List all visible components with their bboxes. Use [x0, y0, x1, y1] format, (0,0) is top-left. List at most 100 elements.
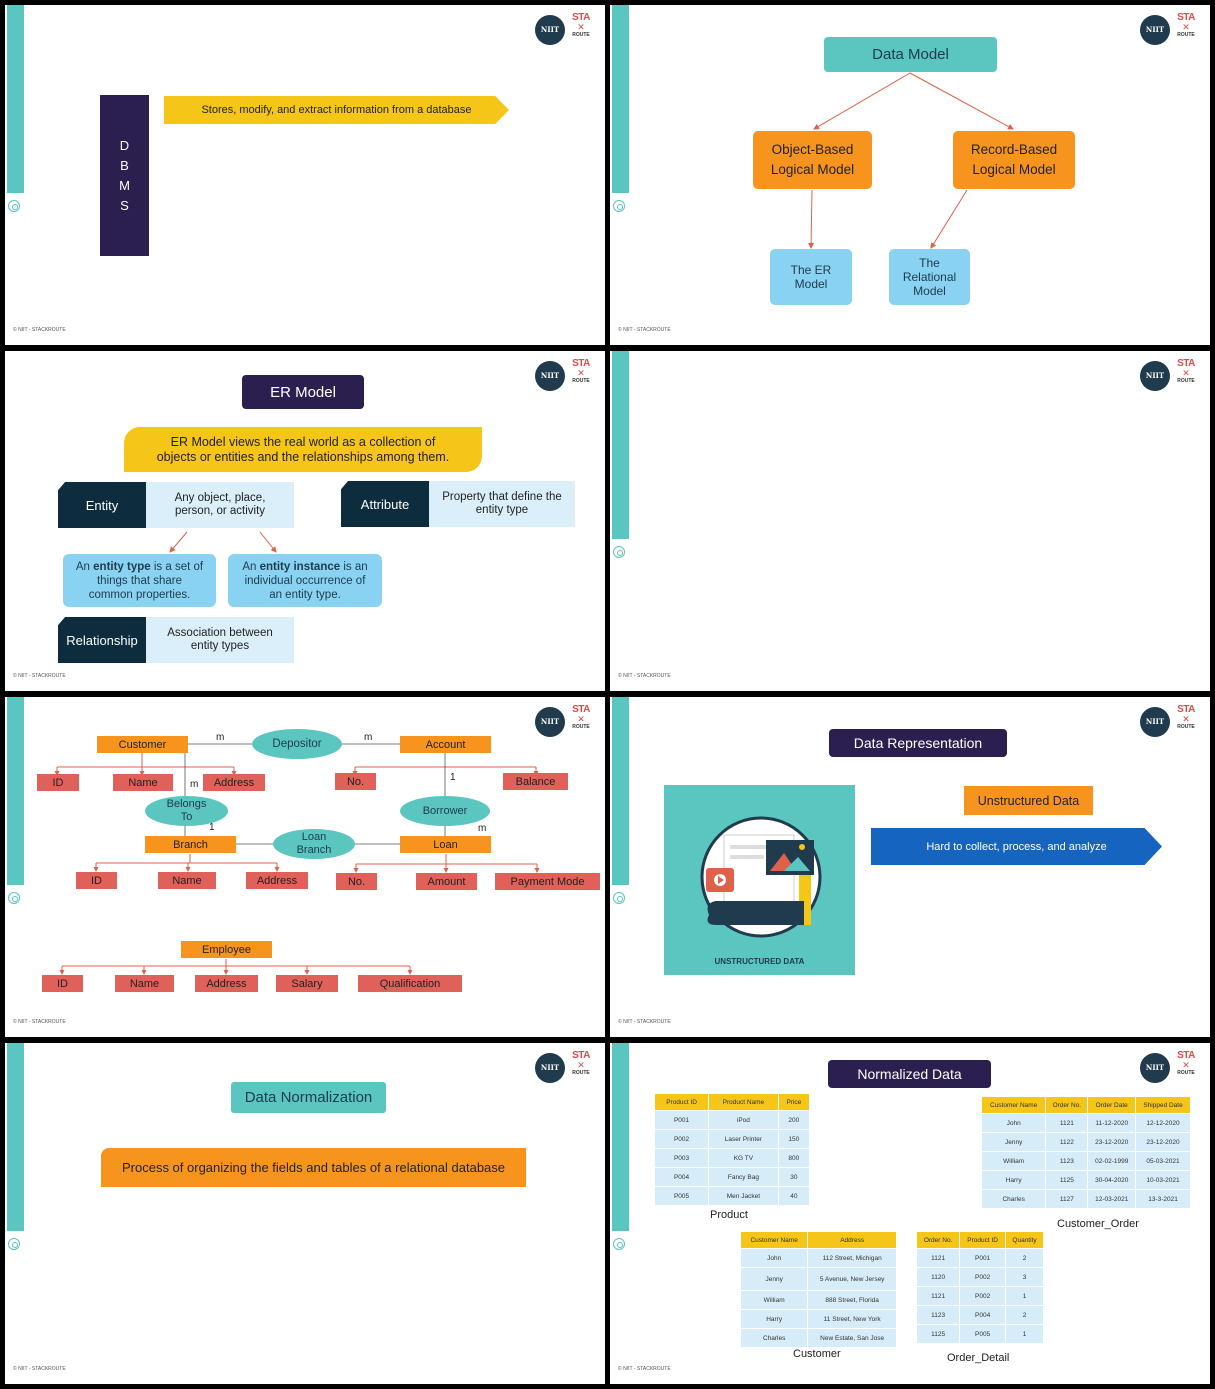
footer: © NIIT - STACKROUTE — [618, 1019, 671, 1025]
niit-logo: NIIT — [1140, 707, 1170, 737]
table-header: Product Name — [708, 1093, 779, 1111]
data-model-node: Data Model — [824, 37, 997, 72]
table-header: Product ID — [653, 1093, 710, 1111]
accent-bar — [612, 697, 629, 885]
slide-er-model[interactable]: NIIT STA✕ROUTE ER Model ER Model views t… — [5, 351, 605, 691]
table-header: Price — [777, 1093, 811, 1111]
entity-label: Entity — [58, 482, 146, 528]
footer: © NIIT - STACKROUTE — [618, 327, 671, 333]
ring-icon — [8, 1238, 20, 1250]
table-header: Order No. — [1045, 1096, 1089, 1114]
cardinality-label: m — [216, 732, 225, 743]
footer: © NIIT - STACKROUTE — [618, 1366, 671, 1372]
relationship-label: Relationship — [58, 617, 146, 663]
ring-icon — [613, 892, 625, 904]
unstructured-tag: Unstructured Data — [964, 786, 1093, 815]
entity-loan: Loan — [400, 836, 491, 853]
er-title: ER Model — [242, 375, 364, 409]
unstructured-data-illustration: UNSTRUCTURED DATA — [664, 785, 855, 975]
attribute-label: Attribute — [341, 481, 429, 527]
niit-logo: NIIT — [535, 361, 565, 391]
slide-normalized-data[interactable]: NIIT STA✕ROUTE Normalized Data Product I… — [610, 1043, 1210, 1384]
rel-borrower: Borrower — [400, 796, 490, 826]
niit-logo: NIIT — [535, 1053, 565, 1083]
accent-bar — [612, 351, 629, 539]
representation-title: Data Representation — [829, 729, 1007, 757]
attr-employee-address: Address — [195, 975, 258, 992]
ring-icon — [613, 200, 625, 212]
attr-customer-id: ID — [37, 774, 79, 791]
ring-icon — [613, 546, 625, 558]
attr-branch-address: Address — [246, 872, 308, 889]
table-header: Product ID — [959, 1231, 1007, 1249]
table-header: Order No. — [915, 1231, 961, 1249]
niit-logo: NIIT — [1140, 1053, 1170, 1083]
cardinality-label: m — [478, 823, 487, 834]
niit-logo: NIIT — [1140, 15, 1170, 45]
footer: © NIIT - STACKROUTE — [13, 1366, 66, 1372]
attr-branch-id: ID — [76, 872, 117, 889]
table-header: Address — [807, 1231, 897, 1249]
accent-bar — [7, 1043, 24, 1231]
attr-employee-salary: Salary — [276, 975, 338, 992]
attr-loan-no: No. — [336, 873, 377, 890]
table-header: Order Date — [1087, 1096, 1137, 1114]
accent-bar — [7, 5, 24, 193]
niit-logo: NIIT — [535, 15, 565, 45]
ring-icon — [8, 892, 20, 904]
slide-data-representation[interactable]: NIIT STA✕ROUTE Data Representation UNSTR… — [610, 697, 1210, 1037]
footer: © NIIT - STACKROUTE — [618, 673, 671, 679]
attr-customer-name: Name — [113, 774, 173, 791]
ring-icon — [8, 200, 20, 212]
entity-type-box: An entity type is a set of things that s… — [63, 554, 216, 607]
table-header: Shipped Date — [1135, 1096, 1191, 1114]
accent-bar — [612, 5, 629, 193]
accent-bar — [612, 1043, 629, 1231]
stackroute-logo: STA✕ROUTE — [572, 704, 590, 731]
er-connectors — [169, 531, 277, 553]
slide-blank[interactable]: NIIT STA✕ROUTE © NIIT - STACKROUTE — [610, 351, 1210, 691]
ring-icon — [613, 1238, 625, 1250]
attr-branch-name: Name — [158, 872, 216, 889]
accent-bar — [7, 697, 24, 885]
table-header: Customer Name — [739, 1231, 809, 1249]
normalization-title: Data Normalization — [231, 1082, 386, 1113]
cardinality-label: 1 — [450, 772, 456, 783]
stackroute-logo: STA✕ROUTE — [1177, 704, 1195, 731]
order-detail-caption: Order_Detail — [947, 1352, 1010, 1364]
attr-loan-amount: Amount — [416, 873, 477, 890]
attr-account-balance: Balance — [503, 773, 568, 790]
slide-data-normalization[interactable]: NIIT STA✕ROUTE Data Normalization Proces… — [5, 1043, 605, 1384]
slide-er-diagram[interactable]: NIIT STA✕ROUTE — [5, 697, 605, 1037]
attr-account-no: No. — [335, 773, 376, 790]
stackroute-logo: STA✕ROUTE — [572, 1050, 590, 1077]
customer-caption: Customer — [793, 1348, 841, 1360]
normalization-banner: Process of organizing the fields and tab… — [101, 1148, 526, 1187]
attr-customer-address: Address — [203, 774, 265, 791]
er-banner: ER Model views the real world as a colle… — [124, 427, 482, 472]
cardinality-label: 1 — [209, 822, 215, 833]
